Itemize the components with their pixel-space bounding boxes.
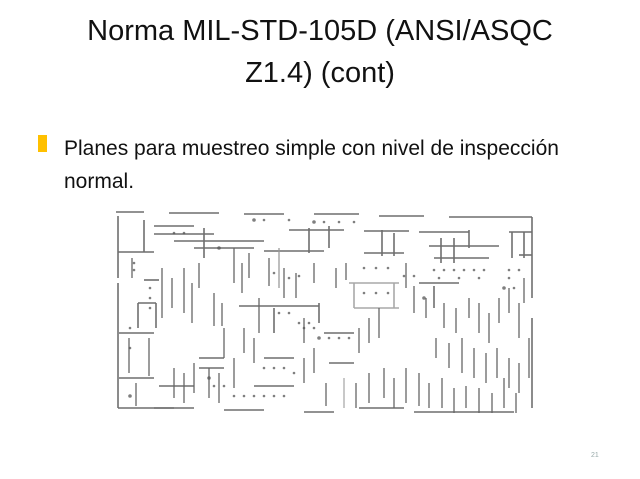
page-number: 21 (591, 452, 599, 459)
title-line-2: Z1.4) (cont) (245, 57, 395, 89)
title-line-1: Norma MIL-STD-105D (ANSI/ASQC (87, 15, 553, 47)
bullet-text: Planes para muestreo simple con nivel de… (64, 137, 559, 193)
bullet-marker-icon (38, 135, 47, 152)
sampling-table-image (114, 208, 536, 414)
slide-title: Norma MIL-STD-105D (ANSI/ASQC Z1.4) (con… (0, 10, 640, 94)
scanned-table-graphic (116, 211, 533, 413)
